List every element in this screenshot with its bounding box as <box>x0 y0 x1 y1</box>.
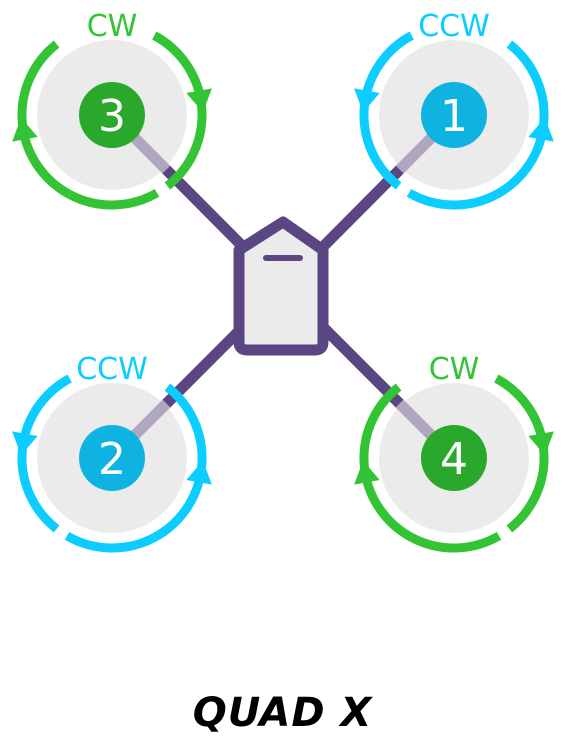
rotation-arc-bottom-4 <box>409 531 502 553</box>
rotation-arc-bottom-3 <box>67 188 160 210</box>
motor-number-3: 3 <box>98 91 126 142</box>
motor-hub-4 <box>421 425 487 491</box>
motor-hub-2 <box>79 425 145 491</box>
rotation-arrow-right-2 <box>186 460 212 485</box>
rotation-arrow-right-4 <box>528 431 554 456</box>
rotation-arrow-left-4 <box>354 460 380 485</box>
rotation-arc-bottom-2 <box>64 531 157 553</box>
motor-number-1: 1 <box>440 91 468 142</box>
direction-label-4: CW <box>429 352 480 387</box>
direction-label-1: CCW <box>418 9 490 44</box>
rotation-arrow-left-3 <box>12 117 38 142</box>
diagram-title: QUAD X <box>192 690 373 736</box>
rotation-arrow-right-3 <box>186 88 212 113</box>
flight-controller-body <box>233 216 329 356</box>
motor-hub-1 <box>421 82 487 148</box>
direction-label-2: CCW <box>76 352 148 387</box>
direction-label-3: CW <box>87 9 138 44</box>
rotation-arrow-left-1 <box>354 88 380 113</box>
arm-1 <box>305 164 406 265</box>
motor-number-2: 2 <box>98 434 126 485</box>
motor-number-4: 4 <box>440 434 468 485</box>
motor-hub-3 <box>79 82 145 148</box>
rotation-arrow-right-1 <box>528 117 554 142</box>
rotation-arc-bottom-1 <box>406 188 499 210</box>
rotation-arrow-left-2 <box>12 431 38 456</box>
